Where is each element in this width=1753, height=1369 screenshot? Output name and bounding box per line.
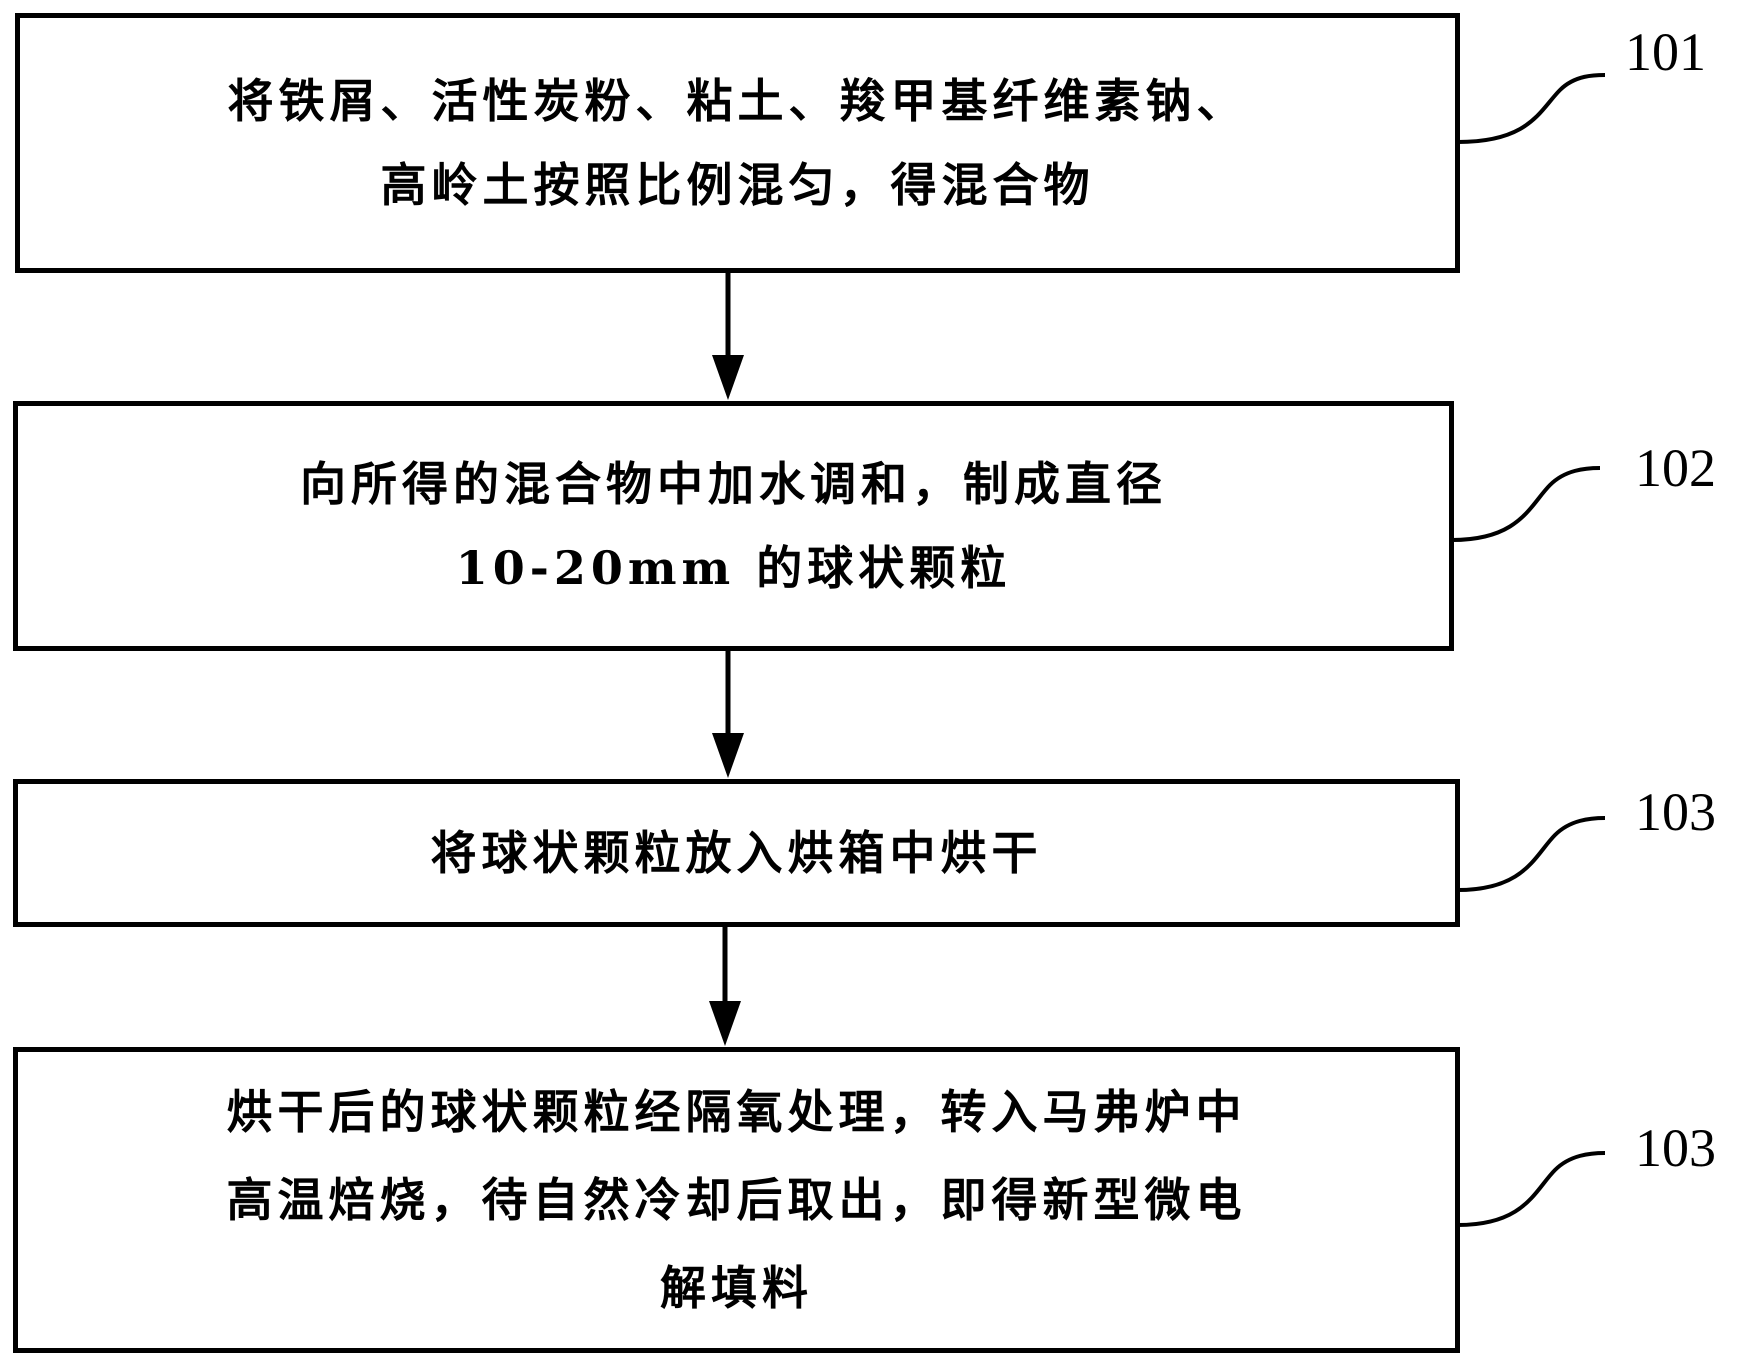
leader-line-step1 (1457, 73, 1606, 144)
arrow-step2-to-step3 (712, 650, 744, 778)
step-label-2: 102 (1635, 438, 1716, 498)
step-box-1: 将铁屑、活性炭粉、粘土、羧甲基纤维素钠、 高岭土按照比例混匀，得混合物 (15, 13, 1460, 273)
leader-line-step4 (1457, 1151, 1606, 1227)
arrow-step3-to-step4 (709, 926, 741, 1046)
step-label-3: 103 (1635, 782, 1716, 842)
step-box-3: 将球状颗粒放入烘箱中烘干 (13, 779, 1460, 927)
step-box-4: 烘干后的球状颗粒经隔氧处理，转入马弗炉中 高温焙烧，待自然冷却后取出，即得新型微… (13, 1047, 1460, 1353)
step-box-2: 向所得的混合物中加水调和，制成直径 10-20mm 的球状颗粒 (13, 401, 1454, 651)
step-text-3: 将球状颗粒放入烘箱中烘干 (430, 826, 1043, 880)
step-text-2: 向所得的混合物中加水调和，制成直径 10-20mm 的球状颗粒 (300, 457, 1167, 595)
step-label-1: 101 (1625, 22, 1706, 82)
leader-line-step3 (1457, 816, 1606, 892)
step-text-1: 将铁屑、活性炭粉、粘土、羧甲基纤维素钠、 高岭土按照比例混匀，得混合物 (227, 74, 1248, 212)
step-text-4: 烘干后的球状颗粒经隔氧处理，转入马弗炉中 高温焙烧，待自然冷却后取出，即得新型微… (226, 1085, 1247, 1315)
arrow-step1-to-step2 (712, 272, 744, 400)
leader-line-step2 (1451, 466, 1601, 542)
step-label-4: 103 (1635, 1118, 1716, 1178)
